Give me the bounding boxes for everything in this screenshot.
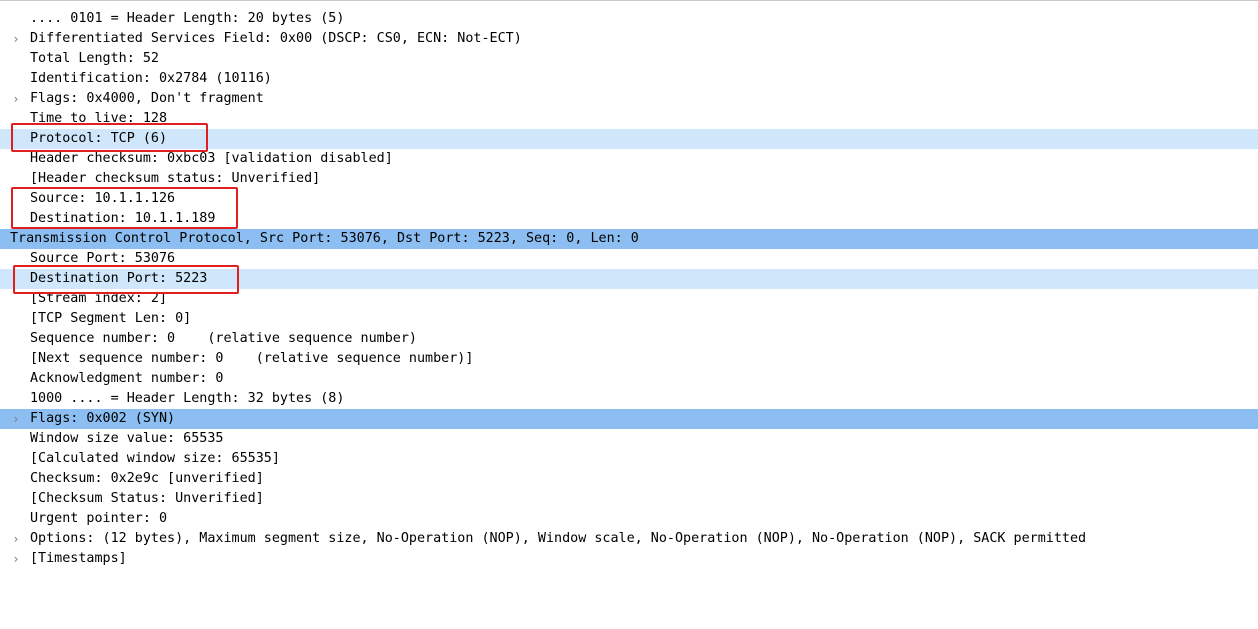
tree-row-label: Destination Port: 5223 xyxy=(30,271,208,286)
tree-row-urgent[interactable]: Urgent pointer: 0 xyxy=(0,509,1258,529)
tree-row-tcp[interactable]: Transmission Control Protocol, Src Port:… xyxy=(0,229,1258,249)
tree-row-destination-port[interactable]: Destination Port: 5223 xyxy=(0,269,1258,289)
tree-row-label: Total Length: 52 xyxy=(30,51,159,66)
annotation-box-protocol xyxy=(11,123,208,152)
tree-row-seq[interactable]: Sequence number: 0 (relative sequence nu… xyxy=(0,329,1258,349)
tree-row-label: Flags: 0x4000, Don't fragment xyxy=(30,91,264,106)
tree-row-label: Differentiated Services Field: 0x00 (DSC… xyxy=(30,31,522,46)
tree-row-dsfield[interactable]: › Differentiated Services Field: 0x00 (D… xyxy=(0,29,1258,49)
tree-row-ip-flags[interactable]: › Flags: 0x4000, Don't fragment xyxy=(0,89,1258,109)
tree-row-label: [Calculated window size: 65535] xyxy=(30,451,280,466)
tree-row-source-port[interactable]: Source Port: 53076 xyxy=(0,249,1258,269)
tree-row-stream-index[interactable]: [Stream index: 2] xyxy=(0,289,1258,309)
tree-row-header-checksum-status[interactable]: [Header checksum status: Unverified] xyxy=(0,169,1258,189)
packet-details-tree: .... 0101 = Header Length: 20 bytes (5) … xyxy=(0,9,1258,569)
chevron-right-icon[interactable]: › xyxy=(13,32,19,46)
tree-row-label: Urgent pointer: 0 xyxy=(30,511,168,526)
tree-row-tcp-flags[interactable]: › Flags: 0x002 (SYN) xyxy=(0,409,1258,429)
annotation-box-source-destination xyxy=(11,187,238,229)
tree-row-label: Source: 10.1.1.126 xyxy=(30,191,176,206)
tree-row-label: [Next sequence number: 0 (relative seque… xyxy=(30,351,474,366)
tree-row-label: Flags: 0x002 (SYN) xyxy=(30,411,176,426)
tree-row-next-seq[interactable]: [Next sequence number: 0 (relative seque… xyxy=(0,349,1258,369)
tree-row-label: .... 0101 = Header Length: 20 bytes (5) xyxy=(30,11,345,26)
tree-row-timestamps[interactable]: › [Timestamps] xyxy=(0,549,1258,569)
tree-row-ttl[interactable]: Time to live: 128 xyxy=(0,109,1258,129)
tree-row-segment-len[interactable]: [TCP Segment Len: 0] xyxy=(0,309,1258,329)
tree-row-label: Sequence number: 0 (relative sequence nu… xyxy=(30,331,417,346)
tree-row-checksum-status[interactable]: [Checksum Status: Unverified] xyxy=(0,489,1258,509)
chevron-right-icon[interactable]: › xyxy=(13,552,19,566)
tree-row-label: [Header checksum status: Unverified] xyxy=(30,171,321,186)
tree-row-ack[interactable]: Acknowledgment number: 0 xyxy=(0,369,1258,389)
tree-row-header-checksum[interactable]: Header checksum: 0xbc03 [validation disa… xyxy=(0,149,1258,169)
chevron-right-icon[interactable]: › xyxy=(13,532,19,546)
tree-row-label: Protocol: TCP (6) xyxy=(30,131,168,146)
tree-row-identification[interactable]: Identification: 0x2784 (10116) xyxy=(0,69,1258,89)
tree-row-label: Time to live: 128 xyxy=(30,111,168,126)
tree-row-label: Header checksum: 0xbc03 [validation disa… xyxy=(30,151,393,166)
tree-row-label: [Stream index: 2] xyxy=(30,291,168,306)
tree-row-checksum[interactable]: Checksum: 0x2e9c [unverified] xyxy=(0,469,1258,489)
tree-row-label: Destination: 10.1.1.189 xyxy=(30,211,216,226)
chevron-right-icon[interactable]: › xyxy=(13,92,19,106)
chevron-right-icon[interactable]: › xyxy=(13,412,19,426)
tree-row-label: [Checksum Status: Unverified] xyxy=(30,491,264,506)
tree-row-tcp-header-length[interactable]: 1000 .... = Header Length: 32 bytes (8) xyxy=(0,389,1258,409)
tree-row-label: 1000 .... = Header Length: 32 bytes (8) xyxy=(30,391,345,406)
annotation-box-destination-port xyxy=(13,265,239,294)
tree-row-header-length[interactable]: .... 0101 = Header Length: 20 bytes (5) xyxy=(0,9,1258,29)
tree-row-label: [Timestamps] xyxy=(30,551,127,566)
tree-row-label: Transmission Control Protocol, Src Port:… xyxy=(10,231,639,246)
tree-row-total-length[interactable]: Total Length: 52 xyxy=(0,49,1258,69)
tree-row-options[interactable]: › Options: (12 bytes), Maximum segment s… xyxy=(0,529,1258,549)
tree-row-label: Identification: 0x2784 (10116) xyxy=(30,71,272,86)
tree-row-label: Checksum: 0x2e9c [unverified] xyxy=(30,471,264,486)
tree-row-label: Source Port: 53076 xyxy=(30,251,176,266)
tree-row-label: Options: (12 bytes), Maximum segment siz… xyxy=(30,531,1087,546)
tree-row-label: Window size value: 65535 xyxy=(30,431,224,446)
tree-row-window-size[interactable]: Window size value: 65535 xyxy=(0,429,1258,449)
pane-top-border xyxy=(0,0,1258,1)
tree-row-label: [TCP Segment Len: 0] xyxy=(30,311,192,326)
tree-row-calc-window[interactable]: [Calculated window size: 65535] xyxy=(0,449,1258,469)
tree-row-destination[interactable]: Destination: 10.1.1.189 xyxy=(0,209,1258,229)
tree-row-source[interactable]: Source: 10.1.1.126 xyxy=(0,189,1258,209)
tree-row-label: Acknowledgment number: 0 xyxy=(30,371,224,386)
tree-row-protocol[interactable]: Protocol: TCP (6) xyxy=(0,129,1258,149)
